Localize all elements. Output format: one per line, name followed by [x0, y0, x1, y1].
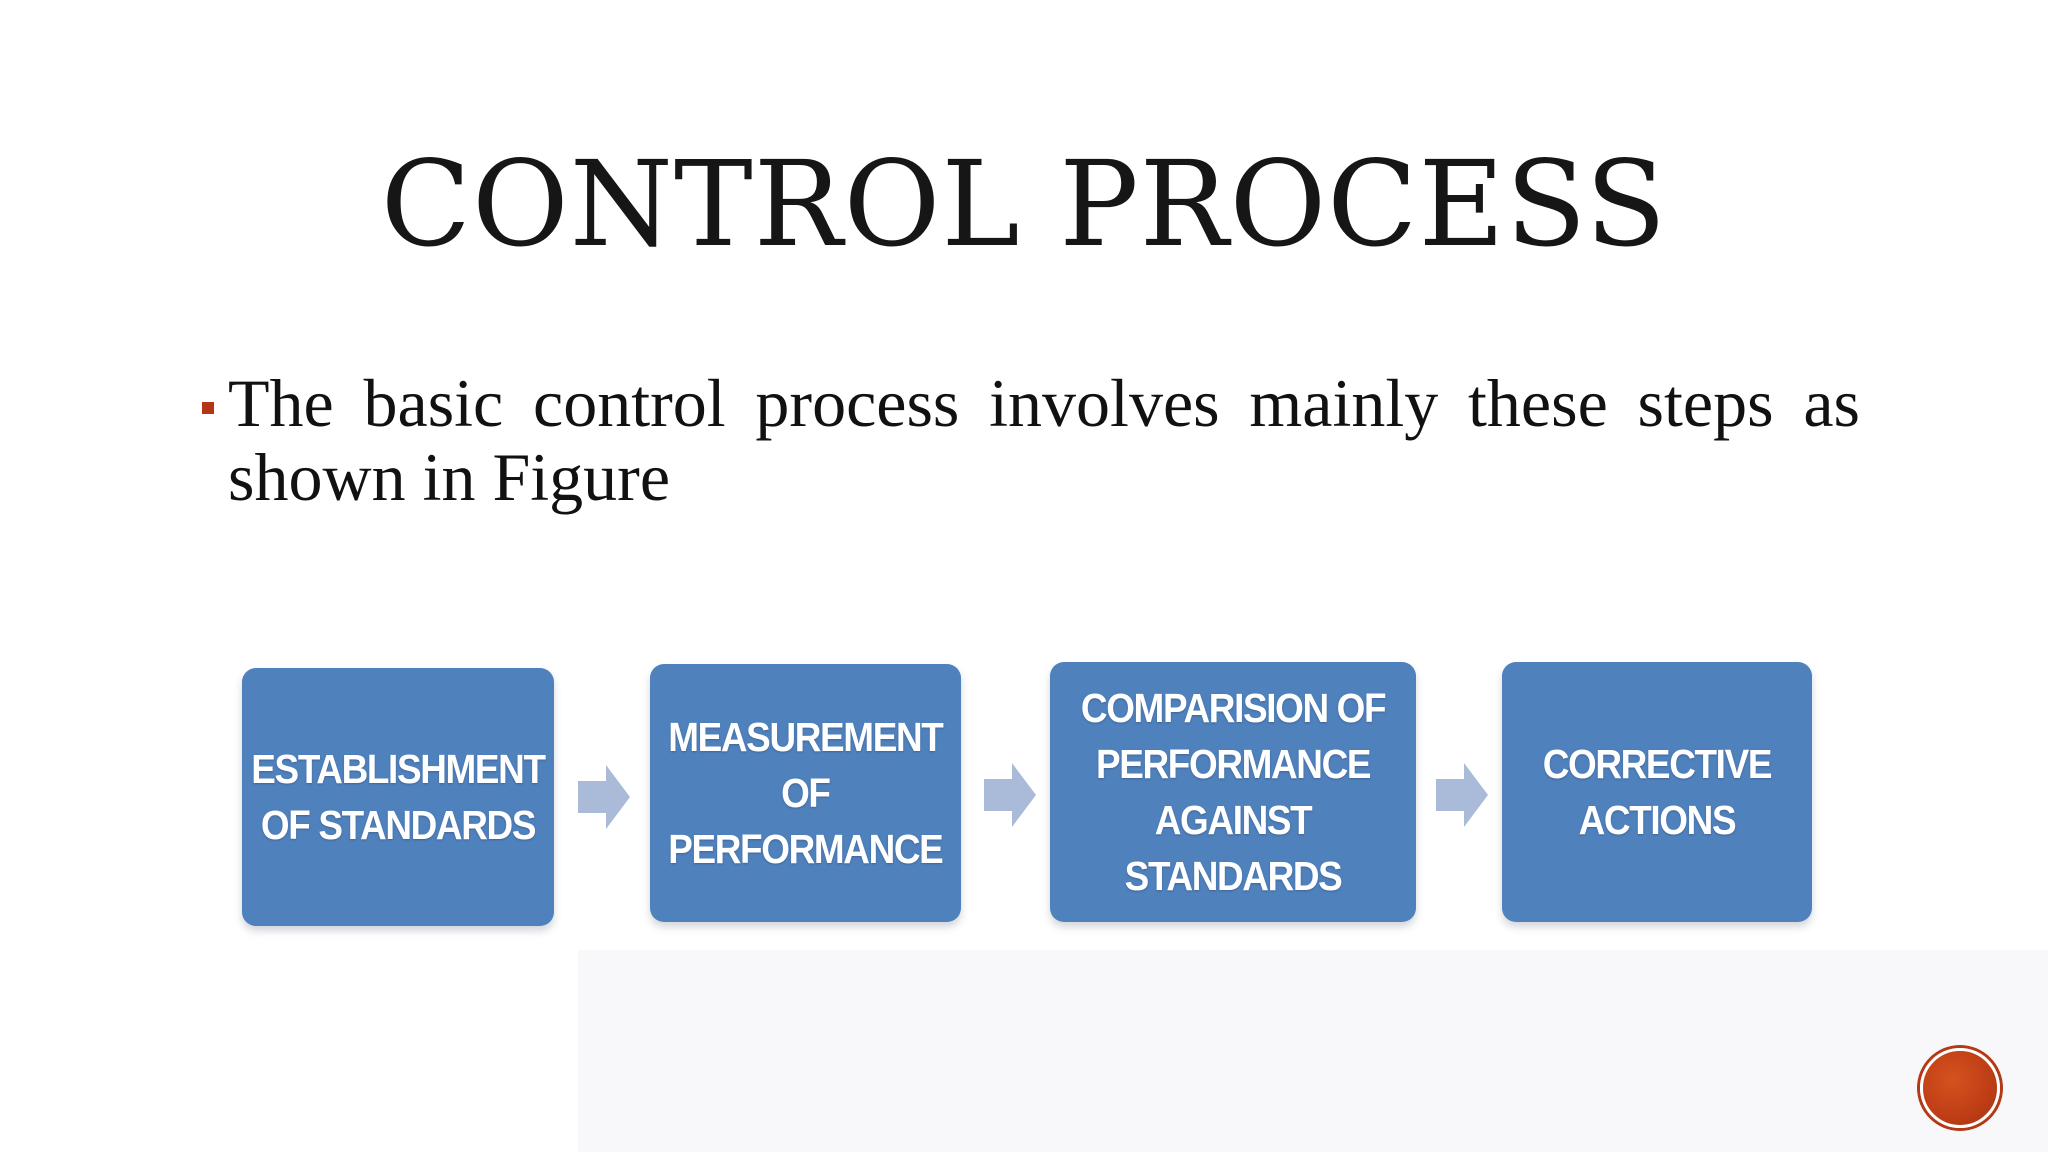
step-establishment-of-standards: ESTABLISHMENT OF STANDARDS [242, 668, 554, 926]
right-arrow-icon [1436, 763, 1488, 827]
step-label: ESTABLISHMENT OF STANDARDS [251, 746, 546, 848]
step-measurement-of-performance: MEASUREMENT OF PERFORMANCE [650, 664, 961, 922]
step-label: COMPARISION OF PERFORMANCE AGAINST STAND… [1080, 685, 1387, 899]
step-corrective-actions: CORRECTIVE ACTIONS [1502, 662, 1812, 922]
step-comparision-of-performance: COMPARISION OF PERFORMANCE AGAINST STAND… [1050, 662, 1416, 922]
square-bullet-icon [202, 402, 214, 414]
figure-background [578, 950, 2048, 1152]
right-arrow-icon [578, 765, 630, 829]
right-arrow-icon [984, 763, 1036, 827]
circle-nav-button[interactable] [1920, 1048, 2000, 1128]
step-label: CORRECTIVE ACTIONS [1542, 741, 1773, 843]
bullet-text: The basic control process involves mainl… [228, 365, 1860, 515]
slide-title: CONTROL PROCESS [380, 135, 1668, 273]
bullet-point: The basic control process involves mainl… [198, 366, 1860, 514]
step-label: MEASUREMENT OF PERFORMANCE [668, 714, 944, 872]
